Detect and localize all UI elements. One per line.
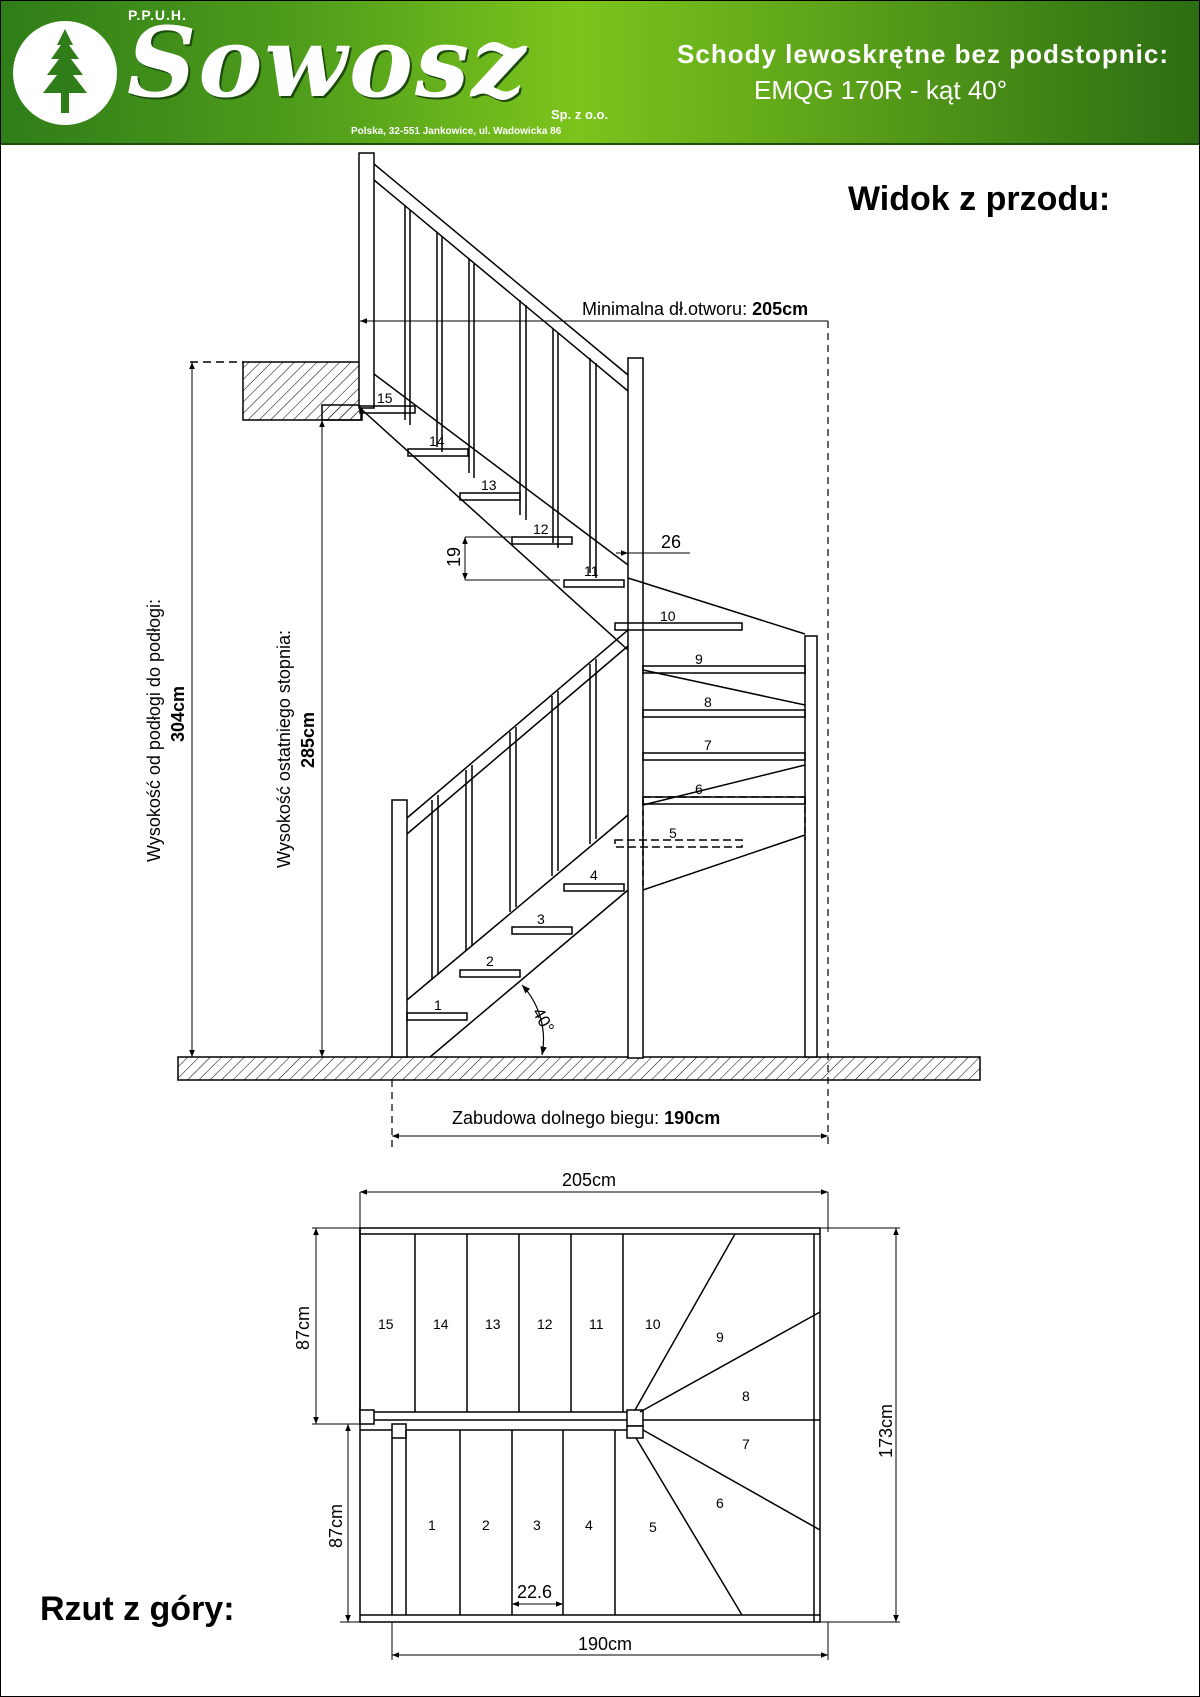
rise-dimension: 19	[444, 547, 464, 567]
post-middle	[627, 357, 644, 1059]
min-opening-dimension: Minimalna dł.otworu: 205cm	[582, 299, 808, 319]
floor-hatch	[177, 1056, 981, 1081]
front-view-label: Widok z przodu:	[848, 180, 1111, 218]
top-step-number: 7	[742, 1436, 750, 1452]
top-step-number: 11	[589, 1316, 604, 1332]
lower-depth-dimension: 87cm	[326, 1504, 346, 1548]
upper-treads	[359, 405, 743, 631]
front-step-number: 7	[704, 737, 712, 753]
top-step-number: 4	[585, 1517, 593, 1533]
angle-label: 40°	[529, 1005, 558, 1037]
upper-balusters	[404, 205, 597, 578]
post-right	[804, 635, 818, 1058]
top-step-number: 5	[649, 1519, 657, 1535]
header-banner: P.P.U.H. Sowosz Sp. z o.o. Polska, 32-55…	[1, 1, 1199, 145]
tread-width-dimension: 22.6	[517, 1582, 552, 1602]
floor-height-label: Wysokość od podłogi do podłogi:	[144, 599, 164, 862]
front-step-number: 11	[584, 563, 599, 579]
top-step-number: 12	[537, 1316, 553, 1332]
brand-logo-text: Sowosz	[127, 6, 528, 119]
front-step-number: 10	[660, 608, 676, 624]
front-step-number: 13	[481, 477, 497, 493]
front-step-number: 12	[533, 521, 549, 537]
ppuh-label: P.P.U.H.	[128, 7, 187, 23]
front-step-number: 14	[429, 433, 445, 449]
bottom-width-dimension: 190cm	[578, 1634, 632, 1654]
post-upper-left	[358, 152, 375, 409]
top-step-number: 15	[378, 1316, 394, 1332]
floor-height-value: 304cm	[168, 686, 188, 742]
front-step-number: 1	[434, 997, 442, 1013]
top-step-number: 13	[485, 1316, 501, 1332]
top-step-numbers: 15 14 13 12 11 10 1 2 3 4 5 9 8 7 6	[378, 1316, 750, 1535]
front-step-number: 8	[704, 694, 712, 710]
company-address: Polska, 32-551 Jankowice, ul. Wadowicka …	[351, 126, 562, 137]
top-view-label: Rzut z góry:	[40, 1590, 235, 1628]
upper-depth-dimension: 87cm	[293, 1306, 313, 1350]
top-width-dimension: 205cm	[562, 1170, 616, 1190]
front-step-number: 3	[537, 911, 545, 927]
top-step-number: 14	[433, 1316, 449, 1332]
top-step-number: 1	[428, 1517, 436, 1533]
front-step-number: 9	[695, 651, 703, 667]
going-dimension: 26	[661, 532, 681, 552]
total-depth-dimension: 173cm	[876, 1404, 896, 1458]
title-line-2: EMQG 170R - kąt 40°	[754, 75, 1008, 105]
winder-treads	[642, 665, 806, 805]
front-step-number: 4	[590, 867, 598, 883]
lower-run-dimension: Zabudowa dolnego biegu: 190cm	[452, 1108, 720, 1128]
front-step-number: 5	[669, 825, 677, 841]
logo-circle	[13, 21, 117, 125]
top-step-number: 3	[533, 1517, 541, 1533]
top-step-number: 8	[742, 1388, 750, 1404]
company-suffix: Sp. z o.o.	[551, 107, 609, 122]
last-step-height-label: Wysokość ostatniego stopnia:	[274, 630, 294, 868]
post-lower-left	[391, 799, 408, 1058]
top-step-number: 10	[645, 1316, 661, 1332]
tree-icon	[43, 29, 87, 113]
last-step-height-value: 285cm	[298, 712, 318, 768]
front-step-numbers: 1 2 3 4 5 6 7 8 9 10 11 12 13 14 15	[377, 390, 712, 1013]
top-step-number: 2	[482, 1517, 490, 1533]
front-step-number: 6	[695, 781, 703, 797]
top-view-outline	[359, 1227, 821, 1623]
lower-balusters	[431, 659, 597, 980]
front-step-number: 15	[377, 390, 393, 406]
top-step-number: 9	[716, 1329, 724, 1345]
lower-treads	[406, 839, 743, 1021]
title-line-1: Schody lewoskrętne bez podstopnic:	[677, 39, 1169, 69]
top-step-number: 6	[716, 1495, 724, 1511]
front-step-number: 2	[486, 953, 494, 969]
